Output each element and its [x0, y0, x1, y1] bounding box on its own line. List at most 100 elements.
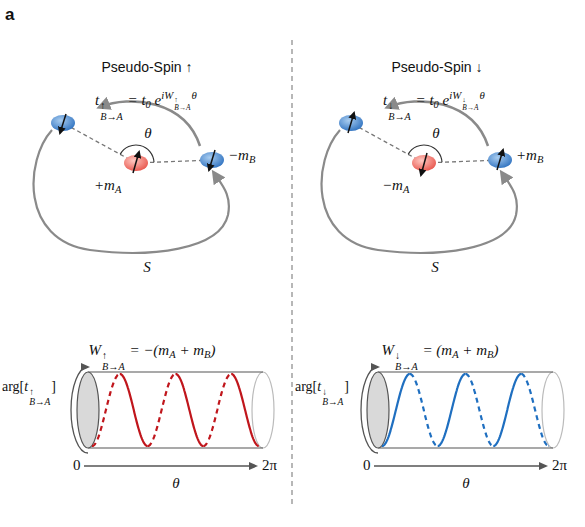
text-run: e: [439, 92, 449, 108]
math-label: W↑B→A = −(mA + mB): [88, 338, 215, 373]
text-run: B: [487, 349, 493, 360]
superscript: ↑: [29, 387, 50, 397]
math-label: θ: [462, 474, 469, 494]
text-run: e: [151, 92, 161, 108]
text-run: 0: [146, 99, 151, 110]
superscript: ↓: [395, 351, 418, 362]
helix-curve: [438, 374, 466, 446]
subscript: B→A: [388, 112, 411, 123]
text-run: = t: [412, 92, 434, 108]
math-label: Pseudo-Spin ↓: [391, 58, 482, 76]
math-label: S: [431, 258, 439, 278]
index-stack: ↓B→A: [395, 351, 418, 372]
helix-curve: [120, 374, 148, 446]
text-run: ): [211, 342, 216, 358]
text-run: θ: [480, 89, 485, 101]
text-run: W: [382, 342, 395, 358]
text-run: +m: [94, 177, 115, 193]
superscript: ↑: [100, 101, 123, 112]
text-run: + m: [176, 342, 204, 358]
subscript: B→A: [322, 397, 343, 407]
text-run: iW: [449, 89, 461, 101]
text-run: + m: [459, 342, 487, 358]
subscript: B→A: [102, 362, 125, 373]
math-label: 0: [73, 456, 81, 476]
text-run: arg[: [295, 379, 317, 394]
text-run: B: [249, 154, 255, 165]
text-run: arg[: [2, 379, 24, 394]
math-label: θ: [172, 474, 179, 494]
text-run: −m: [382, 177, 403, 193]
math-label: θ: [144, 124, 151, 144]
math-label: arg[t↓B→A]: [295, 376, 349, 407]
subscript: B→A: [395, 362, 418, 373]
text-run: ): [493, 342, 498, 358]
index-stack: ↓B→A: [322, 387, 343, 407]
text-run: = −(m: [126, 342, 170, 358]
math-label: 2π: [262, 456, 277, 476]
math-label: +mA: [94, 176, 121, 197]
text-run: A: [403, 184, 409, 195]
subscript: B→A: [462, 104, 478, 112]
math-label: t↑B→A = t0 eiW↑B→Aθ: [95, 86, 197, 123]
superscript: ↑: [102, 351, 125, 362]
text-run: = t: [124, 92, 146, 108]
superscript: ↓: [322, 387, 343, 397]
index-stack: ↑B→A: [100, 101, 123, 122]
lattice-sites: [322, 101, 517, 252]
text-run: +m: [516, 147, 537, 163]
text-run: ]: [344, 379, 349, 394]
math-label: −mA: [382, 176, 409, 197]
superscript: ↑: [174, 96, 190, 104]
exponent: iW↑B→Aθ: [161, 89, 197, 101]
helix-curve: [410, 374, 438, 446]
helix-curve: [493, 374, 521, 446]
spin-arrows: [60, 113, 503, 175]
text-run: ]: [51, 379, 56, 394]
index-stack: ↑B→A: [174, 96, 190, 111]
cylinder: [71, 367, 274, 466]
exponent: iW↓B→Aθ: [449, 89, 485, 101]
math-label: t↓B→A = t0 eiW↓B→Aθ: [383, 86, 485, 123]
text-run: A: [169, 349, 175, 360]
helix-curve: [231, 374, 258, 446]
helix-curve: [258, 445, 261, 447]
text-run: B: [204, 349, 210, 360]
subscript: B→A: [29, 397, 50, 407]
index-stack: ↓B→A: [462, 96, 478, 111]
text-run: t: [383, 92, 387, 108]
index-stack: ↓B→A: [388, 101, 411, 122]
text-run: = (m: [419, 342, 452, 358]
panel-letter: a: [5, 4, 14, 26]
text-run: t: [317, 379, 321, 394]
text-run: iW: [161, 89, 173, 101]
math-label: 0: [363, 456, 371, 476]
text-run: 0: [434, 99, 439, 110]
cylinder: [361, 367, 564, 466]
text-run: t: [95, 92, 99, 108]
text-run: A: [115, 184, 121, 195]
text-run: B: [537, 154, 543, 165]
superscript: ↓: [388, 101, 411, 112]
math-label: +mB: [516, 146, 543, 167]
math-label: 2π: [552, 456, 567, 476]
divider: [291, 40, 292, 505]
helix-curve: [382, 374, 410, 446]
text-run: θ: [192, 89, 197, 101]
helix-curve: [176, 374, 204, 446]
math-label: −mB: [228, 146, 255, 167]
helix-curve: [148, 374, 176, 446]
helix-curve: [92, 374, 120, 446]
superscript: ↓: [462, 96, 478, 104]
index-stack: ↑B→A: [102, 351, 125, 372]
subscript: B→A: [174, 104, 190, 112]
helix-curve: [466, 374, 494, 446]
lattice-sites: [34, 101, 229, 252]
helix-curve: [547, 445, 550, 447]
text-run: −m: [228, 147, 249, 163]
text-run: t: [24, 379, 28, 394]
math-label: θ: [432, 124, 439, 144]
text-run: W: [88, 342, 101, 358]
